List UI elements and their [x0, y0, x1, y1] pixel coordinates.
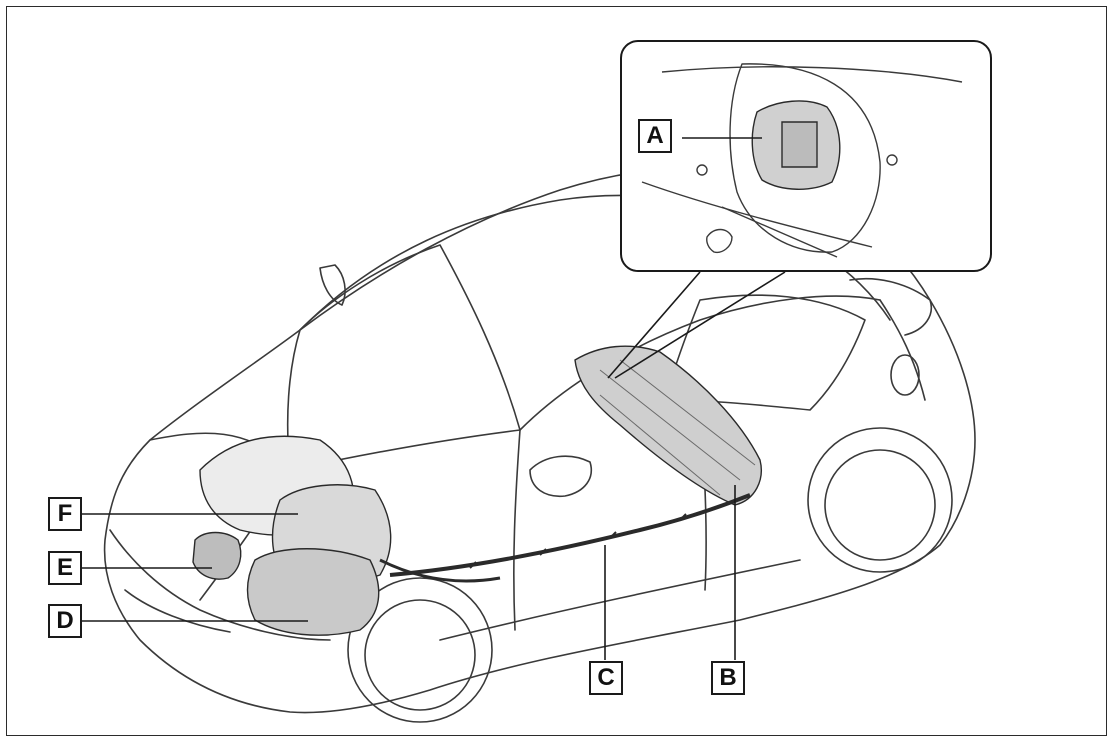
- leader-a-to-inset-2: [614, 271, 786, 379]
- inset-panel-edge: [661, 66, 963, 83]
- engine-compartment: [192, 435, 501, 636]
- hybrid-battery: [574, 345, 762, 506]
- side-mirror: [529, 455, 592, 497]
- rocker-panel: [439, 559, 801, 641]
- diagram-frame: [6, 6, 1107, 736]
- rear-pillar: [879, 299, 926, 401]
- roof-spoiler: [849, 277, 932, 336]
- tail-light: [890, 354, 920, 396]
- detail-inset: [620, 40, 992, 272]
- inset-opening: [729, 63, 881, 253]
- service-plug-handle: [781, 121, 818, 168]
- car-body-outline: [103, 166, 976, 714]
- inset-bolt-left: [696, 164, 708, 176]
- front-wheel: [364, 599, 476, 711]
- service-plug: [751, 100, 841, 190]
- front-bumper: [109, 529, 331, 641]
- callout-b: B: [711, 661, 745, 695]
- inset-rail: [721, 206, 838, 258]
- battery-cells: [599, 359, 756, 496]
- leader-lines: [82, 271, 786, 660]
- hv-cable-engine: [379, 558, 501, 583]
- roof-antenna: [319, 264, 346, 306]
- rear-wheel-arch: [807, 427, 953, 573]
- rear-wheel: [824, 449, 936, 561]
- callout-f: F: [48, 497, 82, 531]
- callout-a: A: [638, 119, 672, 153]
- ac-compressor: [192, 531, 242, 580]
- front-grille: [124, 589, 231, 633]
- callout-e: E: [48, 551, 82, 585]
- leader-a-to-inset: [607, 271, 701, 379]
- service-plug-detail: [641, 63, 963, 258]
- inset-floor-panel: [641, 181, 873, 248]
- callout-d: D: [48, 604, 82, 638]
- callout-c: C: [589, 661, 623, 695]
- inset-bolt-right: [886, 154, 898, 166]
- transaxle-unit: [246, 548, 380, 636]
- power-cable-clips: [469, 513, 687, 569]
- battery-pack: [574, 345, 762, 506]
- a-pillar: [519, 295, 881, 431]
- inset-grommet: [706, 228, 733, 254]
- front-wheel-arch: [347, 577, 493, 723]
- door-line-front: [513, 429, 521, 631]
- power-cable: [389, 493, 751, 577]
